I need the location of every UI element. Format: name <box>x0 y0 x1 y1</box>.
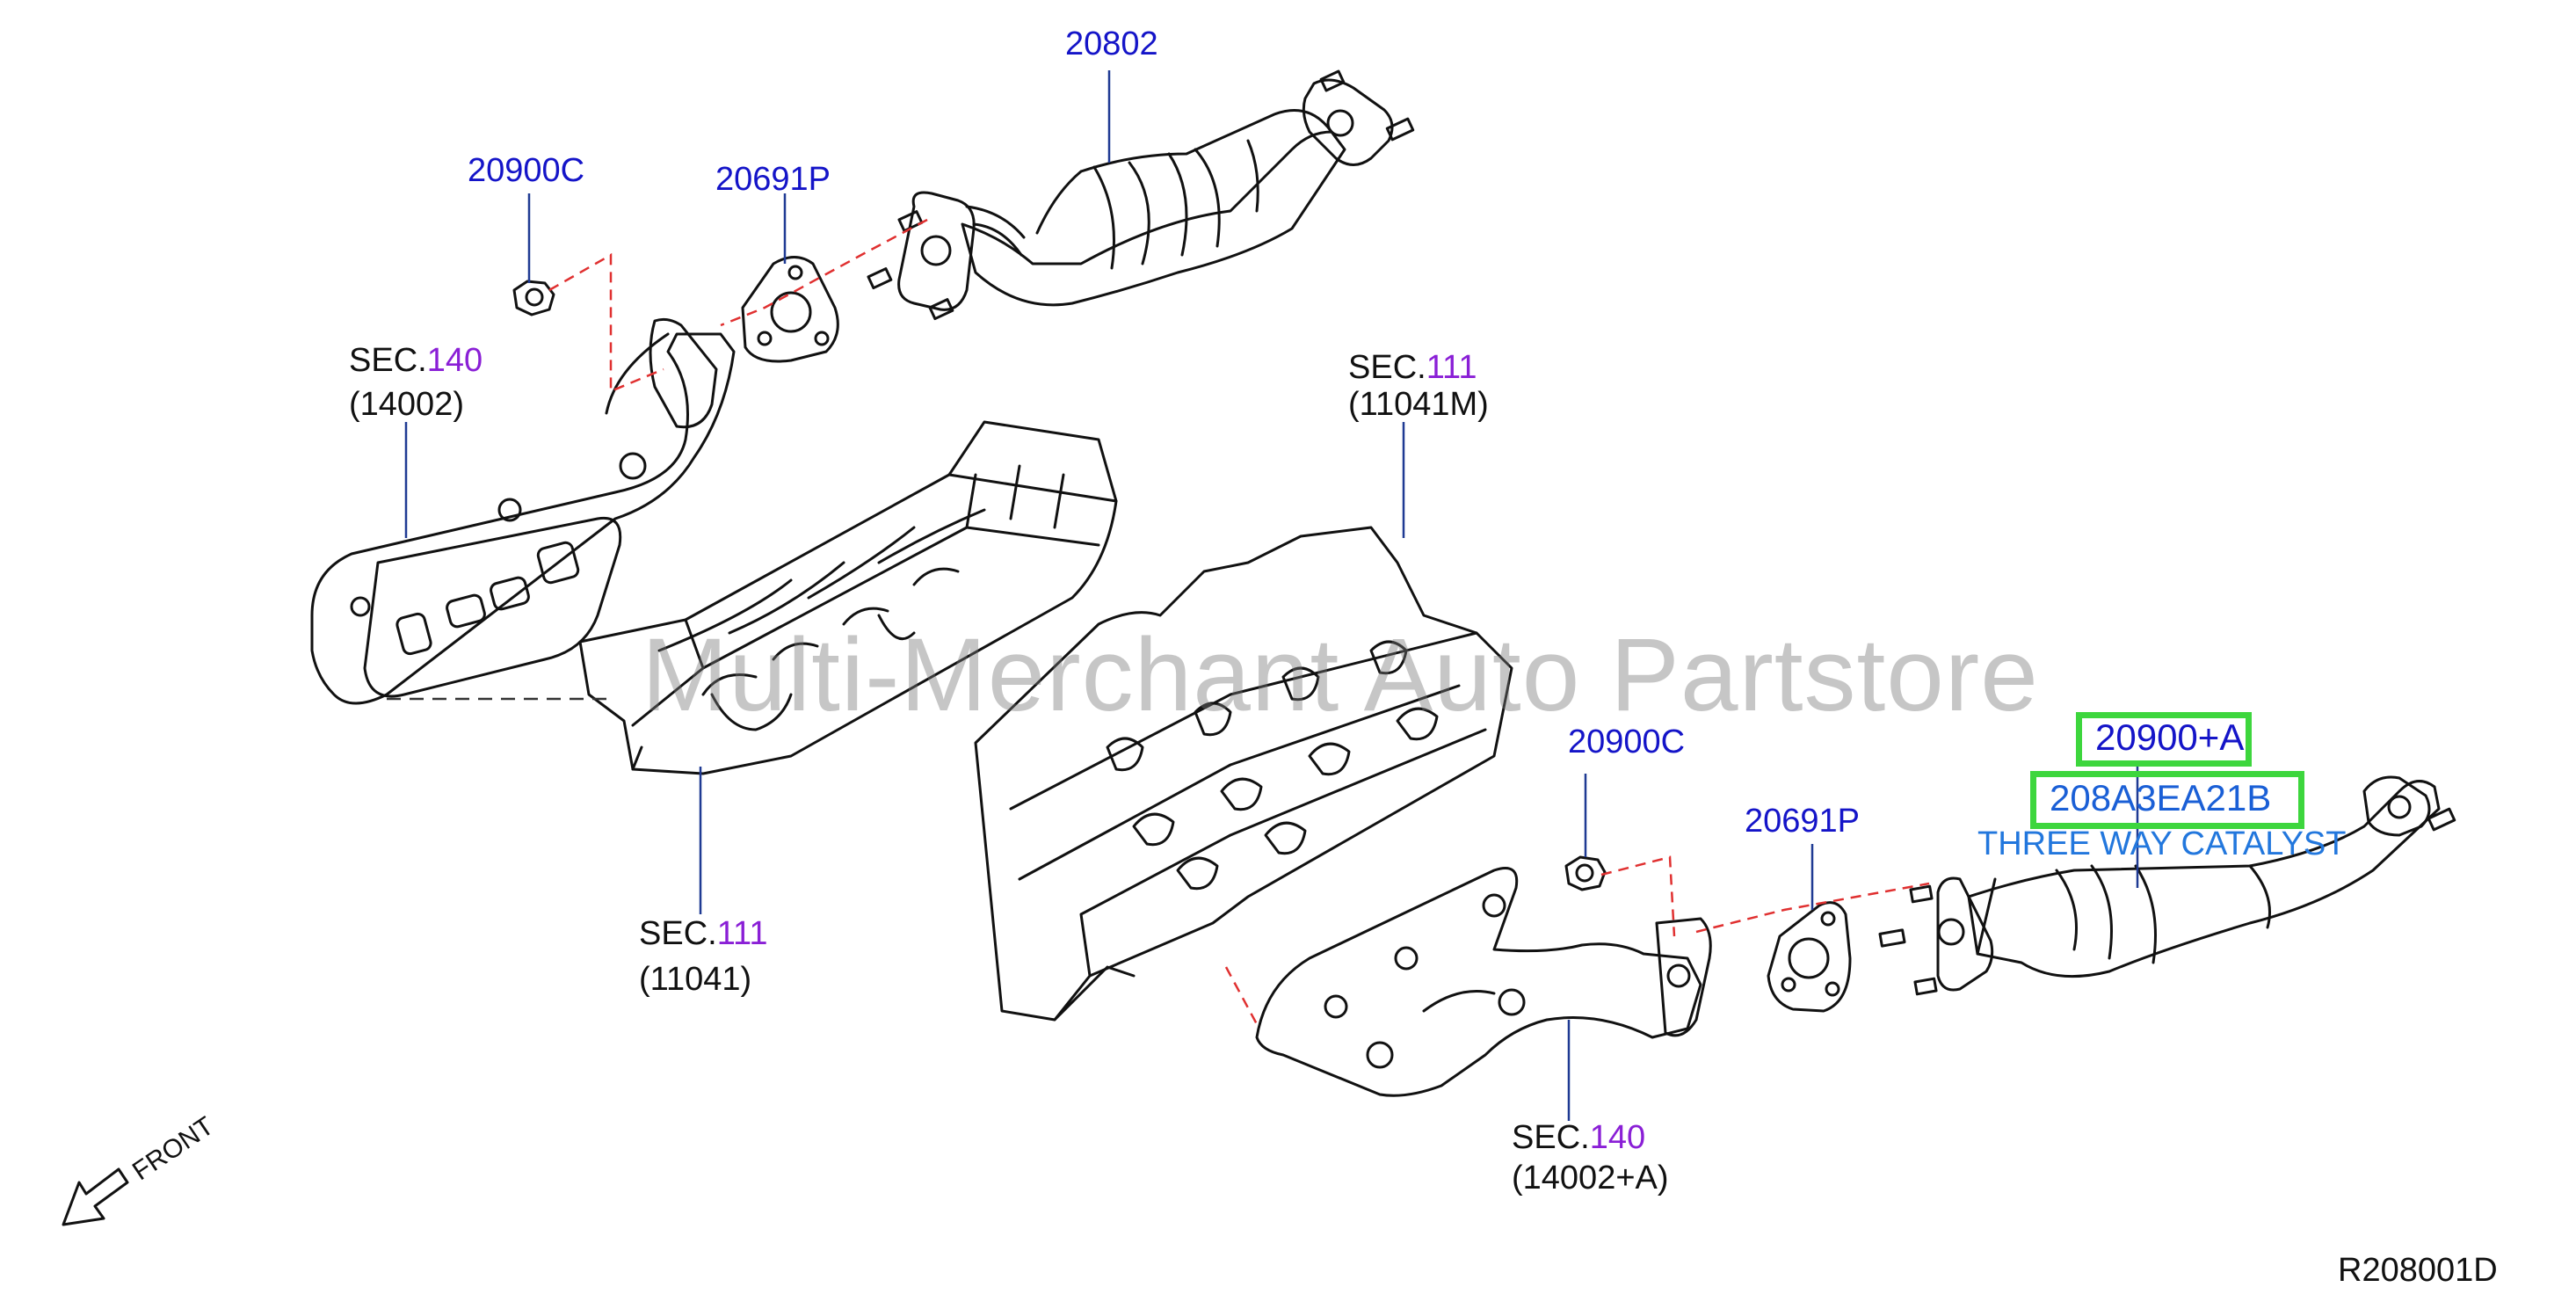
sec-prefix: SEC. <box>1512 1119 1590 1156</box>
dashed-lines <box>548 218 1930 1025</box>
nut-lower <box>1564 855 1607 891</box>
part-11041m-label: (11041M) <box>1348 386 1489 423</box>
highlight-20900a-box <box>2076 712 2252 767</box>
sec-number[interactable]: 140 <box>1589 1119 1646 1156</box>
cylinder-head-upper <box>578 420 1118 775</box>
front-arrow-icon <box>62 1167 129 1226</box>
gasket-upper <box>741 256 839 363</box>
nut-upper <box>512 280 555 316</box>
catalytic-converter-lower <box>1878 775 2456 996</box>
sec-140-top-label: SEC.140 <box>349 341 483 380</box>
part-20691p-top-label[interactable]: 20691P <box>715 161 831 198</box>
sec-prefix: SEC. <box>349 342 427 379</box>
catalytic-converter-upper <box>867 69 1415 321</box>
exhaust-manifold-lower <box>1255 867 1712 1097</box>
watermark: Multi-Merchant Auto Partstore <box>642 617 2039 733</box>
leader-lines <box>404 70 2139 1121</box>
part-14002-label: (14002) <box>349 386 464 423</box>
part-208a3ea21b-label[interactable]: 208A3EA21B <box>2050 777 2272 818</box>
part-11041-label: (11041) <box>639 961 752 998</box>
part-20691p-mid-label[interactable]: 20691P <box>1745 803 1861 840</box>
part-20900c-mid-label[interactable]: 20900C <box>1568 724 1686 760</box>
sec-number[interactable]: 140 <box>426 342 483 379</box>
sec-number[interactable]: 111 <box>1426 349 1477 386</box>
diagram-code: R208001D <box>2338 1252 2498 1289</box>
part-14002a-label: (14002+A) <box>1512 1160 1669 1196</box>
highlight-208a3ea21b-box <box>2030 771 2304 829</box>
sec-140-bottom-label: SEC.140 <box>1512 1118 1645 1157</box>
part-20900c-top-label[interactable]: 20900C <box>468 152 585 189</box>
cylinder-head-lower <box>974 526 1513 1022</box>
sec-111-right-label: SEC.111 <box>1348 348 1477 387</box>
gasket-lower <box>1767 901 1852 1013</box>
three-way-catalyst-label: THREE WAY CATALYST <box>1977 825 2347 862</box>
sec-number[interactable]: 111 <box>716 915 768 952</box>
sec-prefix: SEC. <box>639 915 717 952</box>
sec-prefix: SEC. <box>1348 349 1426 386</box>
part-20900a-label[interactable]: 20900+A <box>2095 716 2245 758</box>
exhaust-manifold-upper <box>310 317 736 705</box>
sec-111-bottom-label: SEC.111 <box>639 914 767 953</box>
part-20802-label[interactable]: 20802 <box>1065 25 1158 62</box>
